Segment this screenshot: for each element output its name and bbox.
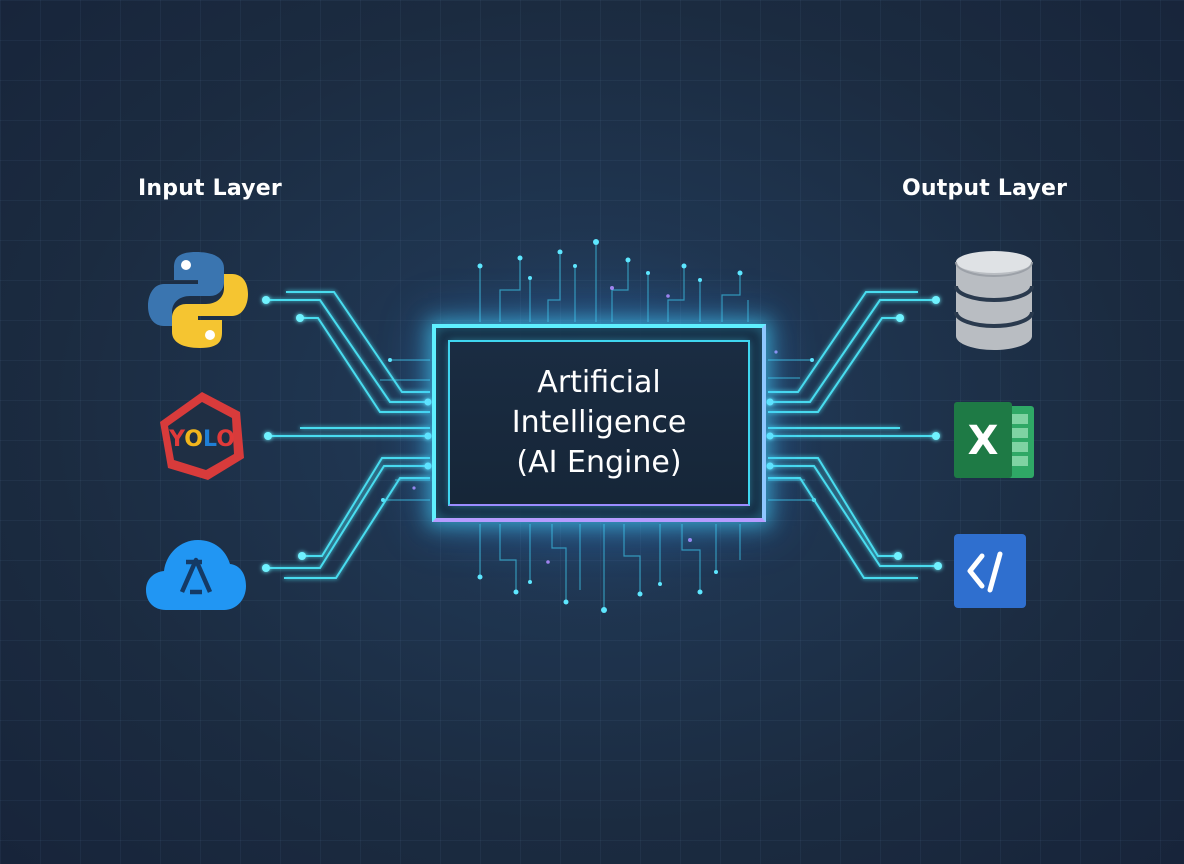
connector-database	[768, 299, 936, 403]
database-icon	[954, 251, 1034, 350]
python-logo-icon	[148, 252, 248, 348]
connector-code	[768, 465, 938, 567]
svg-text:YOLO: YOLO	[168, 427, 235, 452]
ai-engine-box: Artificial Intelligence (AI Engine)	[432, 324, 766, 522]
ai-engine-label: Artificial Intelligence (AI Engine)	[511, 365, 687, 480]
excel-spreadsheet-icon: X	[954, 402, 1034, 478]
code-editor-icon	[954, 534, 1026, 608]
connector-python	[266, 299, 430, 403]
main-connector-lines	[266, 291, 938, 579]
yolo-letter-o1: O	[184, 427, 203, 452]
connector-cloud	[266, 465, 430, 569]
yolo-letter-y: Y	[168, 427, 186, 452]
cloud-service-icon	[146, 540, 246, 610]
excel-letter: X	[968, 418, 999, 464]
yolo-letter-o2: O	[216, 427, 235, 452]
output-layer-title: Output Layer	[902, 176, 1068, 201]
connector-endpoints	[262, 296, 942, 572]
micro-circuit-traces	[380, 245, 812, 608]
yolo-letter-l: L	[203, 427, 217, 452]
input-layer-title: Input Layer	[138, 176, 282, 201]
yolo-logo-icon: YOLO	[160, 392, 244, 480]
accent-particles	[412, 286, 778, 564]
ai-engine-inner-frame: Artificial Intelligence (AI Engine)	[448, 340, 750, 506]
